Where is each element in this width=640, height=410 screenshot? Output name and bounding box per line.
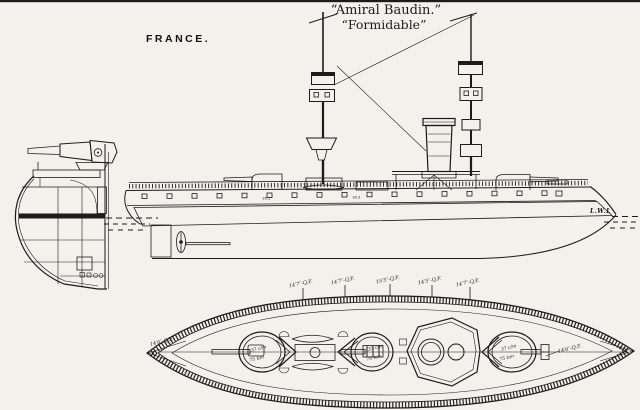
aft-military-mast — [305, 12, 338, 184]
bow-barbette: 37 c/m 75 ton — [481, 331, 550, 373]
qf-height-annotations: 14′7″-Q.F. 14′7″-Q.F. 15′5″-Q.F. 14′5″-Q… — [149, 275, 582, 357]
qf-height-label: 14′7″-Q.F. — [288, 279, 313, 290]
boat-deck-group — [291, 334, 336, 371]
stern-qf-label: 14′6″-Q.F. — [149, 336, 174, 348]
battery-gun-ports — [141, 190, 563, 199]
qf-height-label: 14′7″-Q.F. — [330, 276, 355, 287]
ships-boat — [302, 184, 345, 190]
turret-caliber-label: 37 c/m — [367, 343, 384, 353]
bow-qf-label: 14′6″-Q.F. — [557, 343, 582, 355]
ship-name-title: “Amiral Baudin.” — [331, 3, 441, 18]
fore-military-mast — [449, 12, 483, 176]
water-lines — [104, 216, 640, 231]
country-label: FRANCE. — [146, 33, 210, 45]
cross-section-drawing — [14, 139, 118, 290]
qf-height-label: 14′5″-Q.F. — [417, 276, 442, 287]
turret-weight-label: 75 ton — [499, 353, 515, 362]
rudder — [150, 224, 172, 258]
propeller — [176, 231, 231, 253]
hull-mark-1: 16.5 — [262, 196, 271, 201]
funnel — [421, 117, 457, 179]
aft-deck-gun — [223, 173, 283, 190]
qf-gun-fans — [278, 331, 349, 374]
forward-deck-gun — [495, 174, 559, 190]
qf-height-label: 15′5″-Q.F. — [375, 275, 400, 286]
ship-name-subtitle: “Formidable” — [342, 17, 427, 32]
plan-view-drawing: 37 c/m 75 ton 37 c/m — [146, 275, 636, 409]
turret-caliber-label: 37 c/m — [250, 344, 267, 354]
waterline-label: L.W.L — [589, 208, 611, 215]
central-redoubt — [399, 317, 481, 387]
plate-top-border — [0, 0, 640, 3]
titles: “Amiral Baudin.” “Formidable” FRANCE. — [146, 3, 441, 45]
side-elevation-drawing: 16.5 16.3 L.W.L — [104, 12, 640, 259]
qf-height-label: 14′7″-Q.F. — [455, 278, 480, 289]
midship-barbette: 37 c/m 75 ton — [337, 332, 394, 372]
turret-caliber-label: 37 c/m — [500, 343, 517, 353]
section-gun — [27, 139, 118, 171]
turret-weight-label: 75 ton — [366, 353, 382, 362]
hull-mark-2: 16.3 — [352, 195, 361, 200]
turret-weight-label: 75 ton — [249, 354, 265, 363]
stern-barbette: 37 c/m 75 ton — [211, 331, 297, 373]
